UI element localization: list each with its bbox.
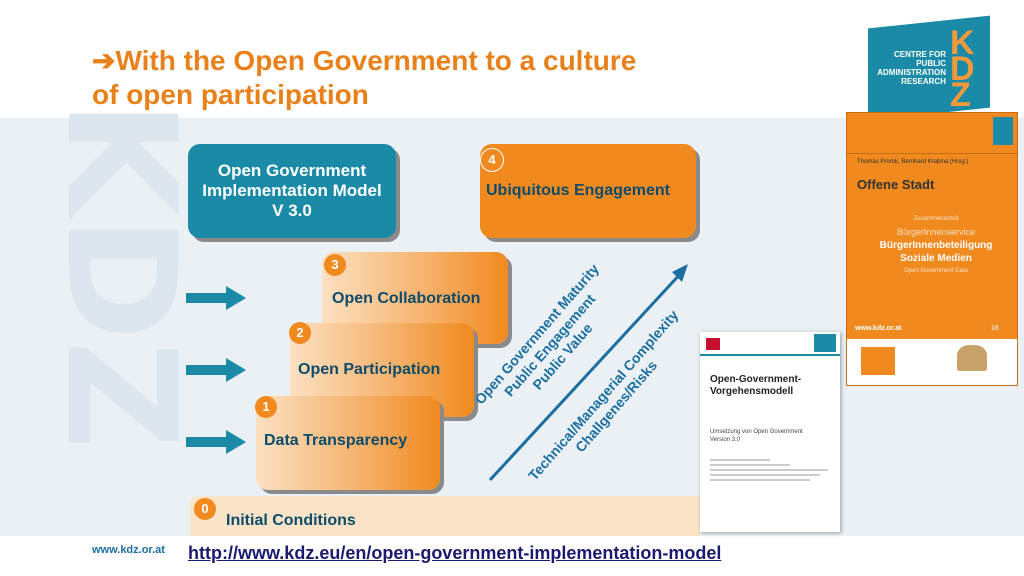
book-word-2: BürgerInnenservice (896, 227, 976, 237)
document-title-line1: Open-Government- (710, 374, 802, 385)
arrow-level-1 (186, 430, 246, 454)
document-header (700, 332, 840, 360)
level-2-badge: 2 (289, 322, 311, 344)
kdz-mini-logo-icon (814, 334, 836, 352)
book-publisher-area (847, 339, 1017, 385)
book-rule (847, 153, 1017, 154)
document-fine-print (710, 456, 830, 506)
book-word-1: Zusammenarbeit (913, 216, 959, 222)
logo-mark: KDZ (950, 24, 975, 114)
maturity-arrow (488, 264, 688, 482)
book-kdz-logo-icon (993, 117, 1013, 145)
level-0-box: 0 Initial Conditions (190, 496, 700, 536)
document-title: Open-Government- Vorgehensmodell (710, 374, 830, 398)
level-3-badge: 3 (324, 254, 346, 276)
kdz-logo: CENTRE FOR PUBLIC ADMINISTRATION RESEARC… (868, 15, 990, 121)
document-header-rule (700, 354, 840, 356)
book-number: 16 (991, 325, 999, 332)
model-title-line1: Open Government (217, 161, 367, 180)
logo-text-line1: CENTRE FOR (894, 50, 946, 59)
arrow-level-2 (186, 358, 246, 382)
logo-text-line3: ADMINISTRATION (877, 68, 946, 77)
book-authors: Thomas Prorok, Bernhard Krabina (Hrsg.) (857, 159, 969, 165)
footer-website[interactable]: www.kdz.or.at (92, 544, 165, 556)
book-word-3: BürgerInnenbeteiligung (879, 240, 993, 251)
document-subtitle: Umsetzung von Open Government Version 3.… (710, 428, 830, 444)
book-word-5: Open Government Data (904, 268, 968, 274)
kdz-watermark: KDZ (33, 100, 207, 450)
document-version: Version 3.0 (710, 437, 741, 443)
book-title: Offene Stadt (857, 177, 935, 192)
level-1-badge: 1 (255, 396, 277, 418)
arrow-level-3 (186, 286, 246, 310)
level-1-box: Data Transparency (256, 396, 440, 490)
book-word-4: Soziale Medien (900, 253, 972, 264)
level-4-label: Ubiquitous Engagement (486, 182, 670, 199)
logo-text-line4: RESEARCH (901, 77, 946, 86)
document-cover: Open-Government- Vorgehensmodell Umsetzu… (700, 332, 840, 532)
book-word-cloud: Zusammenarbeit BürgerInnenservice Bürger… (861, 213, 1011, 278)
level-3-label: Open Collaboration (332, 290, 481, 307)
book-cover: Thomas Prorok, Bernhard Krabina (Hrsg.) … (846, 112, 1018, 386)
publisher-logo-icon (861, 347, 895, 375)
level-4-box: 4 Ubiquitous Engagement (480, 144, 696, 238)
document-title-line2: Vorgehensmodell (710, 386, 794, 397)
slide-title-line1: ➔With the Open Government to a culture (92, 45, 637, 76)
footer-link[interactable]: http://www.kdz.eu/en/open-government-imp… (182, 538, 848, 568)
model-title-line3: V 3.0 (272, 201, 312, 220)
level-0-label: Initial Conditions (226, 512, 356, 529)
logo-text: CENTRE FOR PUBLIC ADMINISTRATION RESEARC… (874, 50, 946, 86)
slide-title: ➔With the Open Government to a culture o… (92, 44, 792, 112)
level-4-badge: 4 (480, 148, 504, 172)
document-subtitle-text: Umsetzung von Open Government (710, 429, 803, 435)
model-title-line2: Implementation Model (202, 181, 382, 200)
book-url: www.kdz.or.at (855, 325, 902, 332)
level-2-label: Open Participation (298, 361, 441, 378)
flag-icon (706, 338, 720, 350)
staedtebund-logo-icon (957, 345, 987, 371)
slide-title-line2: of open participation (92, 79, 369, 110)
logo-text-line2: PUBLIC (916, 59, 946, 68)
model-title-box: Open Government Implementation Model V 3… (188, 144, 396, 238)
level-1-label: Data Transparency (264, 432, 408, 449)
level-0-badge: 0 (194, 498, 216, 520)
